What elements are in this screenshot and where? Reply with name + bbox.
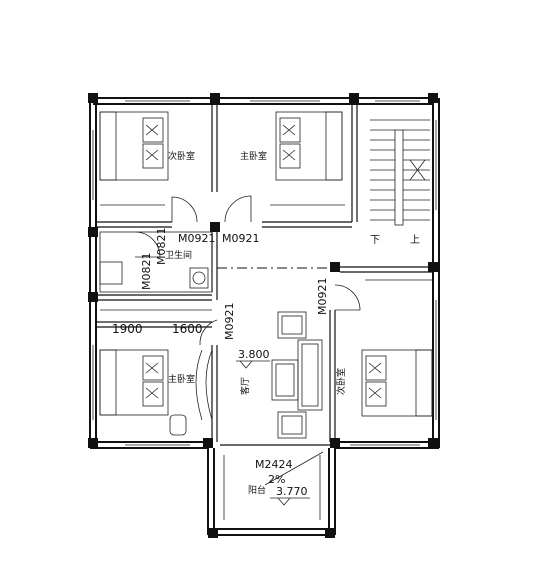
room-label-balcony: 阳台 <box>248 484 266 496</box>
bed-top-master <box>275 111 343 181</box>
door-tag-m0921-a: M0921 <box>178 232 216 245</box>
outer-walls <box>89 97 440 449</box>
level-living: 3.800 <box>238 348 270 361</box>
door-tag-m0921-d: M0921 <box>316 278 329 316</box>
door-tag-m0821-a: M0821 <box>155 228 168 266</box>
stair-label-down: 下 <box>370 235 380 246</box>
bathroom-fixtures <box>99 231 213 311</box>
wardrobes <box>100 204 432 281</box>
bed-right <box>361 349 433 417</box>
dimension-1600: 1600 <box>172 322 203 336</box>
room-label-secondary-bedroom-right: 次卧室 <box>335 368 347 395</box>
interior-walls <box>96 104 433 442</box>
room-label-living-room: 客厅 <box>239 377 251 395</box>
door-tag-m0921-c: M0921 <box>223 303 236 341</box>
room-label-secondary-bedroom-top: 次卧室 <box>168 150 195 162</box>
room-label-bathroom: 卫生间 <box>165 249 192 261</box>
bed-top-left <box>99 111 169 181</box>
door-tag-m0821-b: M0821 <box>140 253 153 291</box>
door-swings <box>134 195 361 421</box>
dimension-1900: 1900 <box>112 322 143 336</box>
room-label-master-bedroom-bottom: 主卧室 <box>168 373 195 385</box>
bed-bottom-left <box>99 349 187 436</box>
door-tag-m2424: M2424 <box>255 458 293 471</box>
level-balcony: 3.770 <box>276 485 308 498</box>
staircase <box>370 119 430 226</box>
windows <box>92 100 437 446</box>
balcony <box>207 444 336 536</box>
living-furniture <box>271 311 323 439</box>
door-tag-m0921-b: M0921 <box>222 232 260 245</box>
stair-label-up: 上 <box>410 234 420 246</box>
room-label-master-bedroom-top: 主卧室 <box>240 150 267 162</box>
